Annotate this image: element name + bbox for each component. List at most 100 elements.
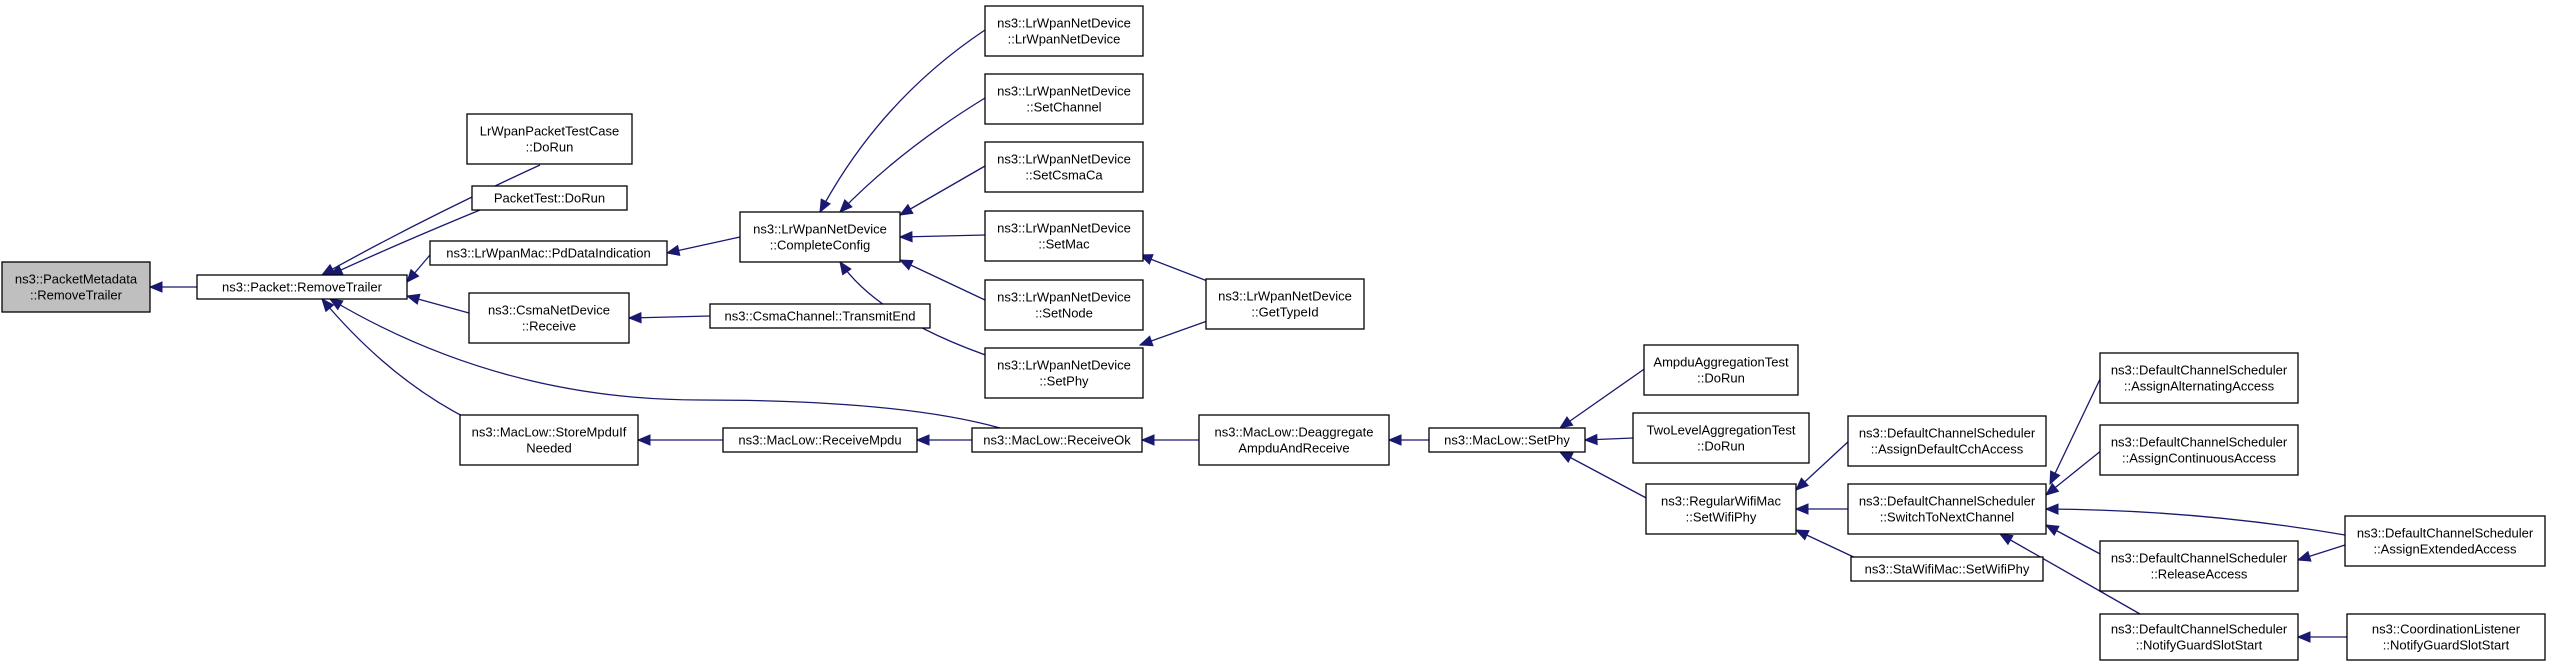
edge-n14-to-n7 — [898, 230, 986, 243]
node-label: ns3::LrWpanNetDevice — [1218, 289, 1352, 304]
arrowhead-icon — [1558, 416, 1574, 429]
node-box[interactable] — [739, 211, 901, 263]
node-label: ::SetMac — [1038, 237, 1090, 252]
node-box[interactable] — [429, 240, 668, 266]
node-box[interactable] — [2099, 613, 2299, 661]
node-box[interactable] — [709, 303, 931, 329]
node-label: ::SetWifiPhy — [1686, 510, 1757, 525]
node-box[interactable] — [2344, 515, 2546, 567]
node-box[interactable] — [984, 279, 1144, 331]
graph-node[interactable]: ns3::MacLow::ReceiveOk — [971, 427, 1143, 453]
node-box[interactable] — [1645, 483, 1797, 535]
graph-node[interactable]: ns3::LrWpanNetDevice::SetChannel — [984, 73, 1144, 125]
node-box[interactable] — [1850, 556, 2044, 582]
edge-line — [899, 234, 986, 238]
edge-line — [1559, 451, 1651, 501]
node-box[interactable] — [2099, 352, 2299, 404]
node-box[interactable] — [1847, 415, 2047, 467]
node-box[interactable] — [984, 141, 1144, 193]
graph-node[interactable]: ns3::LrWpanNetDevice::SetMac — [984, 210, 1144, 262]
node-box[interactable] — [2099, 540, 2299, 592]
root-node: ns3::PacketMetadata::RemoveTrailer — [1, 261, 151, 313]
graph-node[interactable]: ns3::MacLow::ReceiveMpdu — [722, 427, 918, 453]
node-box[interactable] — [984, 5, 1144, 57]
arrowhead-icon — [665, 244, 681, 256]
arrowhead-icon — [1795, 477, 1810, 491]
edge-n4-to-n1 — [406, 254, 431, 283]
graph-node[interactable]: ns3::CoordinationListener::NotifyGuardSl… — [2346, 613, 2546, 661]
node-box[interactable] — [1643, 344, 1799, 396]
graph-node[interactable]: ns3::DefaultChannelScheduler::ReleaseAcc… — [2099, 540, 2299, 592]
edge-line — [1559, 364, 1651, 429]
graph-node[interactable]: ns3::DefaultChannelScheduler::NotifyGuar… — [2099, 613, 2299, 661]
node-box[interactable] — [466, 113, 633, 165]
edge-n11-to-n7 — [819, 29, 986, 214]
graph-node[interactable]: ns3::LrWpanNetDevice::SetNode — [984, 279, 1144, 331]
node-box[interactable] — [459, 414, 639, 466]
node-label: ns3::DefaultChannelScheduler — [2357, 526, 2534, 541]
node-label: ::NotifyGuardSlotStart — [2136, 638, 2263, 653]
graph-node[interactable]: ns3::DefaultChannelScheduler::AssignAlte… — [2099, 352, 2299, 404]
edge-line — [628, 315, 711, 319]
node-box[interactable] — [1632, 412, 1810, 464]
node-box[interactable] — [984, 347, 1144, 399]
node-label: ns3::MacLow::StoreMpduIf — [472, 425, 627, 440]
graph-node[interactable]: ns3::LrWpanNetDevice::LrWpanNetDevice — [984, 5, 1144, 57]
graph-node[interactable]: ns3::LrWpanMac::PdDataIndication — [429, 240, 668, 266]
node-label: ns3::StaWifiMac::SetWifiPhy — [1865, 562, 2030, 577]
graph-node[interactable]: ns3::DefaultChannelScheduler::AssignDefa… — [1847, 415, 2047, 467]
node-box[interactable] — [1198, 414, 1390, 466]
edge-line — [899, 165, 986, 216]
graph-node[interactable]: ns3::DefaultChannelScheduler::AssignExte… — [2344, 515, 2546, 567]
node-label: ::SetPhy — [1039, 374, 1089, 389]
node-layer: ns3::PacketMetadata::RemoveTrailer ns3::P… — [1, 5, 2546, 661]
node-label: ::AssignContinuousAccess — [2122, 451, 2276, 466]
node-box[interactable] — [2099, 424, 2299, 476]
graph-node[interactable]: ns3::DefaultChannelScheduler::SwitchToNe… — [1847, 483, 2047, 535]
graph-node[interactable]: ns3::LrWpanNetDevice::SetPhy — [984, 347, 1144, 399]
node-label: ns3::LrWpanMac::PdDataIndication — [446, 246, 651, 261]
node-box[interactable] — [471, 185, 628, 211]
edge-n7-to-n4 — [665, 236, 741, 256]
node-box[interactable] — [722, 427, 918, 453]
node-box[interactable] — [468, 292, 630, 344]
graph-node[interactable]: ns3::CsmaChannel::TransmitEnd — [709, 303, 931, 329]
edge-n21-to-n19 — [1583, 433, 1634, 446]
graph-node[interactable]: TwoLevelAggregationTest::DoRun — [1632, 412, 1810, 464]
node-box[interactable] — [1205, 278, 1365, 330]
node-box[interactable] — [2346, 613, 2546, 661]
graph-node[interactable]: PacketTest::DoRun — [471, 185, 628, 211]
arrowhead-icon — [2044, 524, 2060, 536]
node-box[interactable] — [984, 210, 1144, 262]
graph-node[interactable]: ns3::LrWpanNetDevice::CompleteConfig — [739, 211, 901, 263]
edge-line — [329, 298, 1001, 429]
graph-node[interactable]: ns3::LrWpanNetDevice::GetTypeId — [1205, 278, 1365, 330]
edge-n8-to-n5 — [627, 311, 711, 324]
graph-node[interactable]: ns3::Packet::RemoveTrailer — [196, 274, 408, 300]
graph-node[interactable]: ns3::StaWifiMac::SetWifiPhy — [1850, 556, 2044, 582]
graph-node[interactable]: LrWpanPacketTestCase::DoRun — [466, 113, 633, 165]
arrowhead-icon — [1998, 533, 2014, 546]
graph-node[interactable]: ns3::CsmaNetDevice::Receive — [468, 292, 630, 344]
graph-node[interactable]: ns3::LrWpanNetDevice::SetCsmaCa — [984, 141, 1144, 193]
graph-node[interactable]: ns3::RegularWifiMac::SetWifiPhy — [1645, 483, 1797, 535]
node-label: ns3::LrWpanNetDevice — [997, 221, 1131, 236]
edge-n10-to-n9 — [915, 434, 972, 446]
node-box[interactable] — [984, 73, 1144, 125]
graph-node[interactable]: AmpduAggregationTest::DoRun — [1643, 344, 1799, 396]
node-label: ns3::LrWpanNetDevice — [997, 152, 1131, 167]
node-label: ns3::LrWpanNetDevice — [997, 358, 1131, 373]
node-label: Needed — [526, 441, 572, 456]
node-label: ::NotifyGuardSlotStart — [2383, 638, 2510, 653]
graph-node[interactable]: ns3::DefaultChannelScheduler::AssignCont… — [2099, 424, 2299, 476]
graph-node[interactable]: ns3::MacLow::SetPhy — [1428, 427, 1586, 453]
node-box[interactable] — [1847, 483, 2047, 535]
node-label: ::SwitchToNextChannel — [1880, 510, 2015, 525]
node-box — [1, 261, 151, 313]
node-box[interactable] — [1428, 427, 1586, 453]
edge-n6-to-n1 — [321, 298, 471, 421]
node-box[interactable] — [971, 427, 1143, 453]
node-box[interactable] — [196, 274, 408, 300]
